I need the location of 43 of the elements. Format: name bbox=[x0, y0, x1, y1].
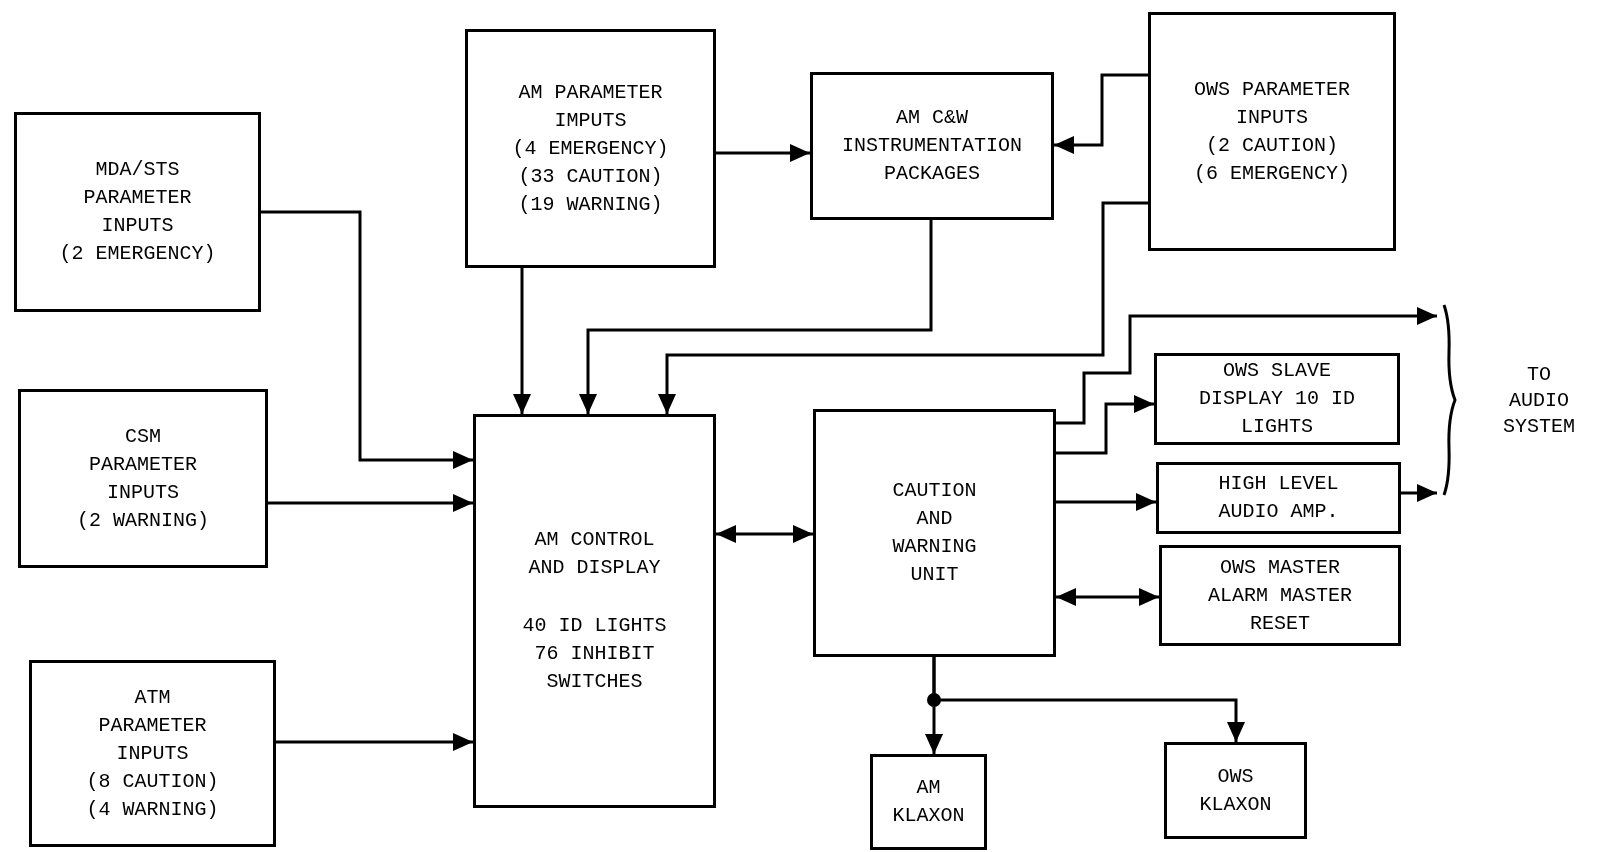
arrow bbox=[1401, 484, 1437, 502]
box-label: MDA/STS PARAMETER INPUTS (2 EMERGENCY) bbox=[59, 157, 216, 267]
box-label: CAUTION AND WARNING UNIT bbox=[891, 478, 978, 588]
process-box bbox=[1148, 12, 1396, 251]
process-box bbox=[1159, 545, 1401, 646]
arrow bbox=[716, 144, 810, 162]
arrow bbox=[1056, 307, 1437, 425]
box-label: AM C&W INSTRUMENTATION PACKAGES bbox=[842, 105, 1022, 187]
arrow bbox=[1056, 493, 1156, 511]
box-label: CSM PARAMETER INPUTS (2 WARNING) bbox=[77, 423, 209, 534]
arrow bbox=[658, 201, 1148, 414]
arrow bbox=[261, 210, 473, 469]
process-box bbox=[813, 409, 1056, 657]
box-label: AM CONTROL AND DISPLAY bbox=[527, 527, 662, 581]
arrow bbox=[1056, 588, 1159, 606]
process-box bbox=[1154, 353, 1400, 445]
box-label: HIGH LEVEL AUDIO AMP. bbox=[1218, 471, 1339, 525]
arrow bbox=[579, 220, 933, 414]
box-label: OWS MASTER ALARM MASTER RESET bbox=[1208, 554, 1352, 637]
box-label: ATM PARAMETER INPUTS (8 CAUTION) (4 WARNING) bbox=[86, 684, 219, 823]
process-box bbox=[473, 414, 716, 808]
process-box bbox=[14, 112, 261, 312]
process-box bbox=[810, 72, 1054, 220]
box-label: OWS KLAXON bbox=[1199, 763, 1272, 818]
box-label: AM PARAMETER IMPUTS (4 EMERGENCY) (33 CAUTION) (19 WARNING) bbox=[512, 79, 669, 218]
arrow bbox=[716, 525, 813, 543]
text-label: TO AUDIO SYSTEM bbox=[1503, 362, 1575, 440]
box-label: OWS PARAMETER INPUTS (2 CAUTION) (6 EMERGENCY) bbox=[1194, 76, 1350, 187]
box-label: OWS SLAVE DISPLAY 10 ID LIGHTS bbox=[1197, 358, 1356, 440]
arrow bbox=[1056, 395, 1154, 455]
arrow bbox=[513, 268, 531, 414]
arrow bbox=[932, 657, 1245, 742]
process-box bbox=[1156, 462, 1401, 534]
process-box bbox=[18, 389, 268, 568]
box-label: 40 ID LIGHTS 76 INHIBIT SWITCHES bbox=[522, 613, 667, 695]
process-box bbox=[1164, 742, 1307, 839]
process-box bbox=[870, 754, 987, 850]
process-box bbox=[465, 29, 716, 268]
arrow bbox=[268, 494, 473, 512]
process-box bbox=[29, 660, 276, 847]
arrow bbox=[1054, 73, 1148, 154]
box-label: AM KLAXON bbox=[892, 775, 965, 829]
arrow bbox=[276, 733, 473, 751]
